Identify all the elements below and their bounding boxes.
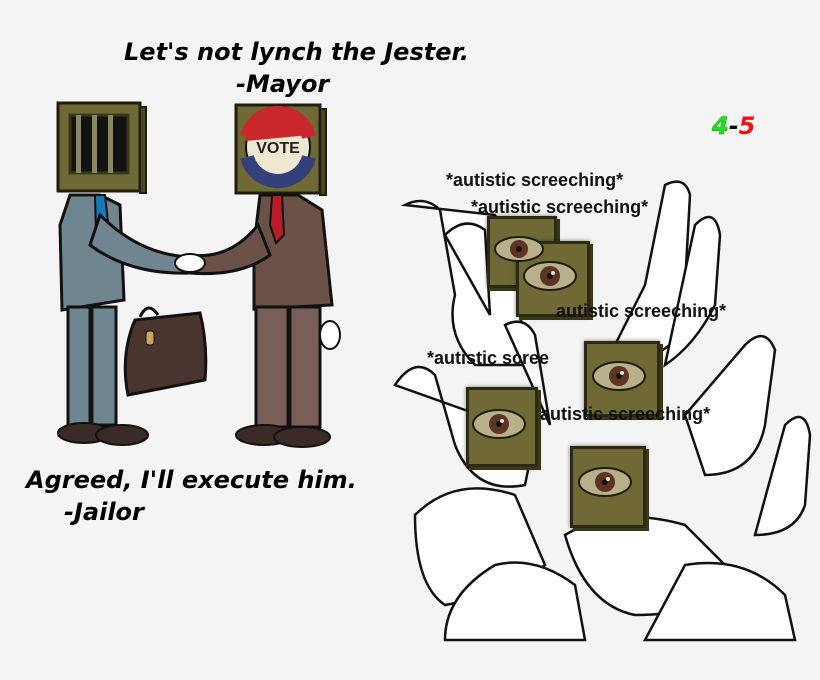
vote-badge: VOTE	[256, 140, 300, 157]
screech-text-3: autistic screeching*	[556, 301, 727, 321]
handshake-illustration: VOTE	[56, 101, 341, 448]
jailor-quote: Agreed, I'll execute him.	[26, 466, 357, 494]
screech-text-4: *autistic scree	[427, 348, 550, 368]
score-separator: -	[728, 112, 739, 140]
briefcase-icon	[123, 306, 208, 397]
mayor-quote: Let's not lynch the Jester.	[124, 38, 470, 66]
screech-text-2: *autistic screeching*	[471, 197, 649, 217]
eye-crate-4	[466, 387, 538, 467]
score-left: 4	[712, 112, 729, 141]
eye-crate-5	[570, 446, 646, 528]
score-right: 5	[738, 112, 756, 140]
screech-text-1: *autistic screeching*	[446, 170, 624, 190]
mayor-crate-icon: VOTE	[234, 103, 327, 196]
screech-text-5: autistic screeching*	[540, 404, 711, 424]
jailor-attribution: -Jailor	[64, 498, 144, 526]
screeching-crowd-illustration	[393, 180, 812, 642]
mayor-attribution: -Mayor	[236, 70, 330, 98]
score: 4-5	[712, 112, 756, 141]
jailor-crate-icon	[56, 101, 147, 194]
